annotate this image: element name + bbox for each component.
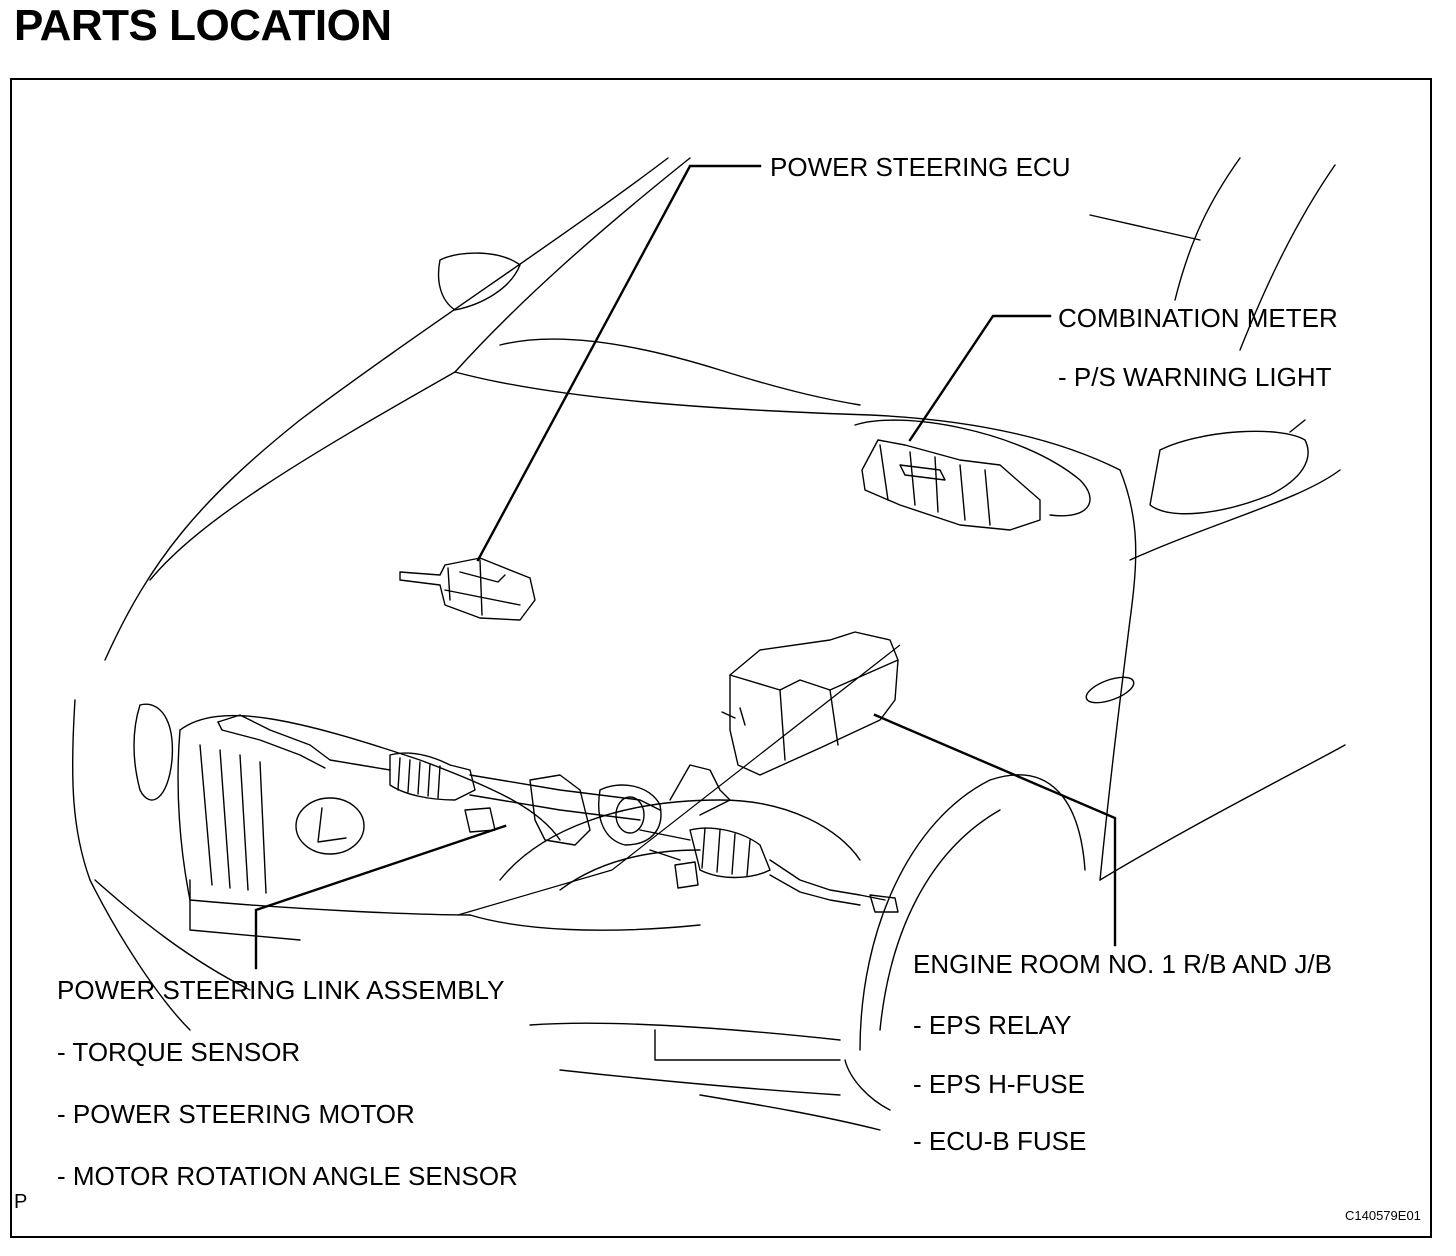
leader-lines <box>254 164 1117 970</box>
label-engine-room-rb-jb: ENGINE ROOM NO. 1 R/B AND J/B <box>913 949 1332 979</box>
diagram-frame <box>10 78 1432 1238</box>
leader-line-combination-meter <box>908 314 1052 442</box>
label-torque-sensor: - TORQUE SENSOR <box>57 1037 301 1067</box>
label-eps-relay: - EPS RELAY <box>913 1010 1072 1040</box>
label-ecu-b-fuse: - ECU-B FUSE <box>913 1126 1087 1156</box>
label-combination-meter: COMBINATION METER <box>1058 303 1338 333</box>
label-motor-rotation-angle-sensor: - MOTOR ROTATION ANGLE SENSOR <box>57 1161 518 1191</box>
label-power-steering-motor: - POWER STEERING MOTOR <box>57 1099 415 1129</box>
corner-mark: P <box>14 1191 28 1213</box>
page-title: PARTS LOCATION <box>14 1 392 50</box>
leader-line-power-steering-link <box>254 824 507 970</box>
label-eps-h-fuse: - EPS H-FUSE <box>913 1069 1085 1099</box>
figure-code: C140579E01 <box>1345 1208 1421 1223</box>
label-power-steering-ecu: POWER STEERING ECU <box>770 152 1071 182</box>
leader-line-engine-room <box>873 713 1117 947</box>
label-ps-warning-light: - P/S WARNING LIGHT <box>1058 362 1332 392</box>
leader-line-power-steering-ecu <box>476 164 762 562</box>
label-power-steering-link: POWER STEERING LINK ASSEMBLY <box>57 975 505 1005</box>
